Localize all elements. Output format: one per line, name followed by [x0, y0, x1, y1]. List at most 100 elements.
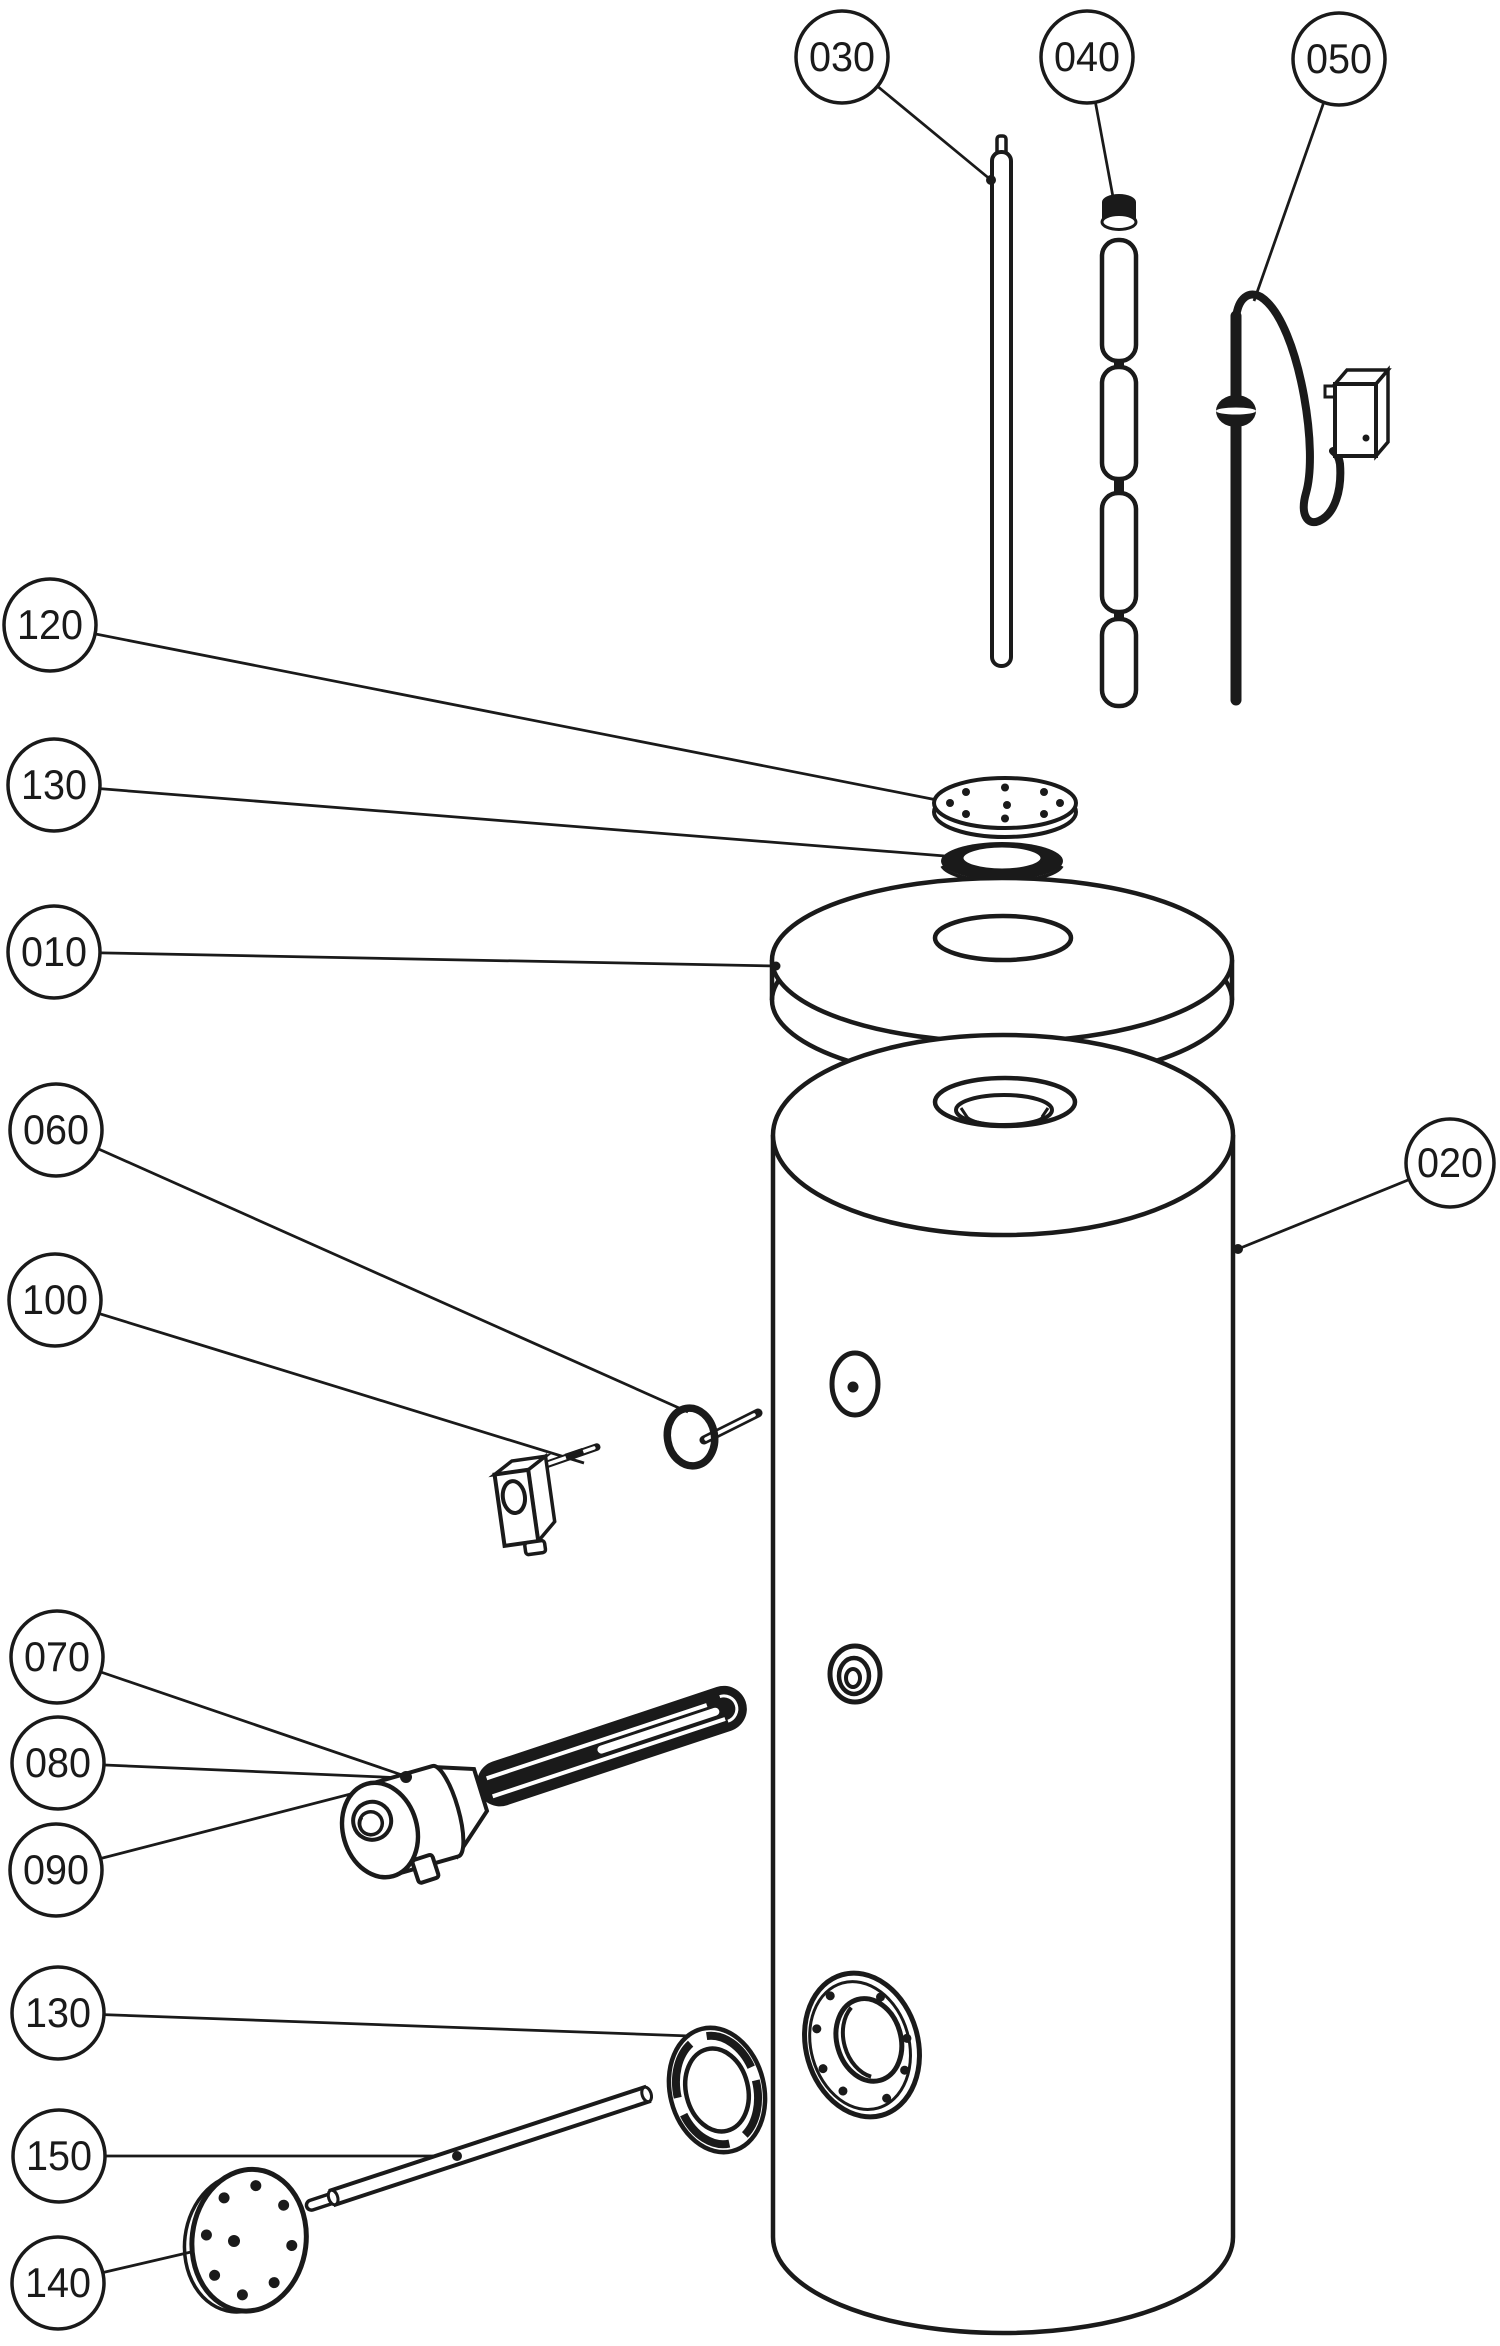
balloon-label-050: 050: [1306, 35, 1372, 82]
anchor-dot-010: [771, 961, 781, 971]
anode-capsule-4: [1099, 616, 1139, 709]
callout-100: 100: [7, 1252, 103, 1348]
callout-140: 140: [10, 2235, 106, 2331]
balloon-circle-090: [8, 1822, 104, 1918]
gasket-ring-part-130-top: [940, 842, 1064, 884]
balloon-circle-050: [1291, 11, 1387, 107]
cover-bolt-holes: [946, 783, 1064, 823]
flange-inner-edge: [808, 1980, 912, 2111]
heater-boss-crescent: [358, 1816, 368, 1836]
flange-bolt-holes: [812, 1991, 912, 2103]
thermostat-nipple: [523, 1538, 548, 1557]
heater-tip-bend: [719, 1694, 739, 1723]
heater-tube-gap: [486, 1703, 708, 1781]
thermostat-part-100: [488, 1443, 601, 1557]
balloon-label-150: 150: [26, 2132, 92, 2179]
balloon-label-070: 070: [24, 1633, 90, 1680]
tank-threaded-port: [827, 1643, 883, 1705]
balloon-circle-100: [7, 1252, 103, 1348]
heater-drain-nipple: [410, 1852, 441, 1885]
heater-head: [339, 1763, 466, 1880]
balloon-circle-130-bottom: [10, 1965, 106, 2061]
balloon-circle-150: [11, 2108, 107, 2204]
leader-080: [57, 1761, 406, 1780]
anode-rod-body: [990, 150, 1013, 668]
balloon-circle-070: [9, 1609, 105, 1705]
callout-120: 120: [2, 577, 98, 673]
callout-050: 050: [1291, 11, 1387, 107]
o-ring-part-060: [663, 1404, 763, 1470]
balloon-circle-030: [794, 9, 890, 105]
anode-capsule-3: [1099, 490, 1139, 615]
anode-capsule-2: [1099, 364, 1139, 482]
leader-010: [53, 950, 777, 968]
balloon-circle-040: [1039, 9, 1135, 105]
balloon-circle-120: [2, 577, 98, 673]
anode-cap-washer: [1100, 213, 1138, 231]
flange-gasket-outer: [666, 2025, 768, 2155]
anchor-dot-030: [986, 175, 996, 185]
flange-cover-part-120: [932, 776, 1078, 839]
leader-100: [54, 1298, 585, 1465]
heater-tube-slot: [597, 1707, 720, 1754]
balloon-circle-060: [8, 1082, 104, 1178]
callout-090: 090: [8, 1822, 104, 1918]
tank-top-face: [770, 1032, 1236, 1238]
callout-070: 070: [9, 1609, 105, 1705]
leader-090: [55, 1778, 406, 1872]
balloon-circle-010: [6, 904, 102, 1000]
callout-020: 020: [1404, 1117, 1496, 1209]
dip-tube-body: [328, 2084, 652, 2208]
tank-flange-opening: [802, 1970, 922, 2120]
flange-plate-face: [189, 2166, 309, 2314]
balloon-label-010: 010: [21, 928, 87, 975]
leader-130-bottom: [57, 2011, 691, 2038]
anode-capsule-1: [1099, 237, 1139, 364]
leader-120: [49, 623, 938, 802]
flange-plate-bolt-holes: [200, 2180, 298, 2301]
leader-060: [55, 1128, 689, 1414]
flange-bore-crescent: [840, 2006, 872, 2079]
collar-tick: [1040, 1107, 1050, 1118]
flange-gasket-part-130-bottom: [666, 2025, 768, 2155]
probe-grommet-slit: [1216, 407, 1256, 415]
sensor-probe-part-050: [1216, 290, 1392, 706]
balloon-label-060: 060: [23, 1106, 89, 1153]
sensor-box-front: [1333, 382, 1378, 458]
balloon-circle-140: [10, 2235, 106, 2331]
balloon-circle-020: [1404, 1117, 1496, 1209]
dip-tube-part-150: [304, 2084, 654, 2212]
flange-gasket-bore: [683, 2046, 751, 2134]
balloon-label-130-bottom: 130: [25, 1989, 91, 2036]
balloon-label-100: 100: [22, 1276, 88, 1323]
gasket-bore: [960, 844, 1044, 872]
probe-cable: [1232, 290, 1345, 527]
segmented-anode-part-040: [1099, 194, 1139, 709]
anchor-dot-020: [1233, 1244, 1243, 1254]
balloon-label-140: 140: [25, 2259, 91, 2306]
flange-gasket-band: [671, 2031, 763, 2149]
leader-anchor-dots: [228, 175, 1243, 2247]
heater-leader-anchor-dot: [400, 1771, 412, 1783]
anchor-dot-140: [228, 2235, 240, 2247]
sensor-port-hole: [847, 1381, 859, 1393]
balloon-label-030: 030: [809, 33, 875, 80]
callout-040: 040: [1039, 9, 1135, 105]
leader-070: [56, 1655, 406, 1778]
leader-lines: [49, 55, 1451, 2285]
anode-neck: [1114, 474, 1124, 496]
callout-130-bottom: 130: [10, 1965, 106, 2061]
balloon-circle-080: [10, 1715, 106, 1811]
disc-hole: [932, 913, 1074, 963]
immersion-heater-parts-070-080-090: [339, 1685, 747, 1885]
balloon-label-090: 090: [23, 1846, 89, 1893]
leader-130-top: [53, 783, 946, 858]
balloon-label-130-top: 130: [21, 761, 87, 808]
o-ring: [663, 1404, 719, 1470]
anchor-dot-150: [452, 2151, 462, 2161]
threaded-port-inner: [844, 1667, 862, 1689]
dip-tube-cap: [326, 2188, 340, 2207]
tank-body-part-020: [770, 1032, 1236, 2336]
